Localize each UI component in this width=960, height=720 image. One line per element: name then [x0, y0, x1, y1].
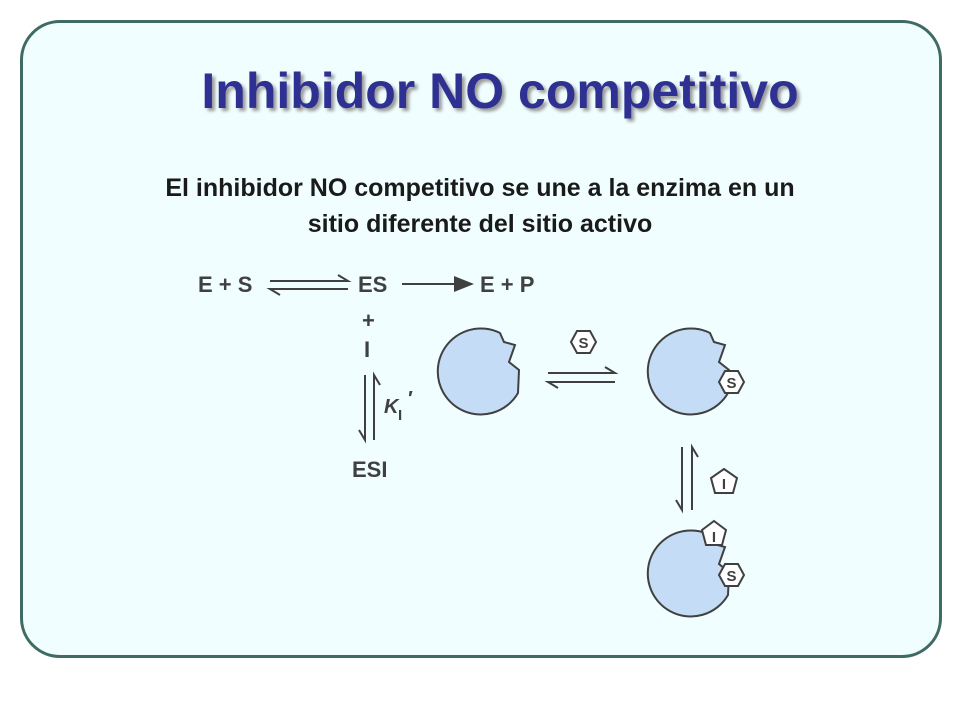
es-enzyme-shape: [646, 327, 731, 416]
bound-inhibitor-icon: I: [700, 519, 728, 546]
free-inhibitor-icon: I: [709, 467, 739, 494]
products-label: E + P: [480, 272, 534, 297]
free-substrate-icon: S: [569, 330, 598, 354]
subtitle-line-2: sitio diferente del sitio activo: [307, 210, 653, 238]
free-enzyme-shape: [436, 327, 521, 416]
reactants-label: E + S: [198, 272, 252, 297]
plus-sign: +: [362, 308, 375, 333]
es-complex-label: ES: [358, 272, 387, 297]
binding-equilibrium-arrow: [544, 366, 619, 389]
svg-text:K: K: [384, 396, 400, 418]
inhibitor-label: I: [364, 337, 370, 362]
equilibrium-arrow-es-esi: [358, 371, 381, 444]
inhibitor-binding-arrow: [675, 443, 699, 514]
ki-constant: K I ′: [384, 388, 413, 424]
svg-text:S: S: [726, 375, 736, 392]
svg-text:S: S: [578, 335, 588, 352]
esi-enzyme-shape: [646, 529, 731, 618]
slide-subtitle: El inhibidor NO competitivo se une a la …: [40, 170, 920, 242]
equilibrium-arrow-e-es: [266, 274, 352, 296]
svg-text:I: I: [712, 529, 716, 546]
esi-bound-substrate-icon: S: [717, 563, 746, 587]
ki-subscript: I: [398, 407, 402, 424]
esi-complex-label: ESI: [352, 457, 387, 482]
inhibition-diagram: E + S ES E + P + I K I ′ ESI S S: [198, 272, 746, 618]
bound-substrate-icon: S: [717, 370, 746, 394]
subtitle-line-1: El inhibidor NO competitivo se une a la …: [165, 174, 795, 202]
svg-text:S: S: [726, 568, 736, 585]
svg-text:I: I: [722, 476, 726, 493]
slide-title: Inhibidor NO competitivo: [201, 63, 799, 119]
ki-prime: ′: [407, 388, 413, 410]
